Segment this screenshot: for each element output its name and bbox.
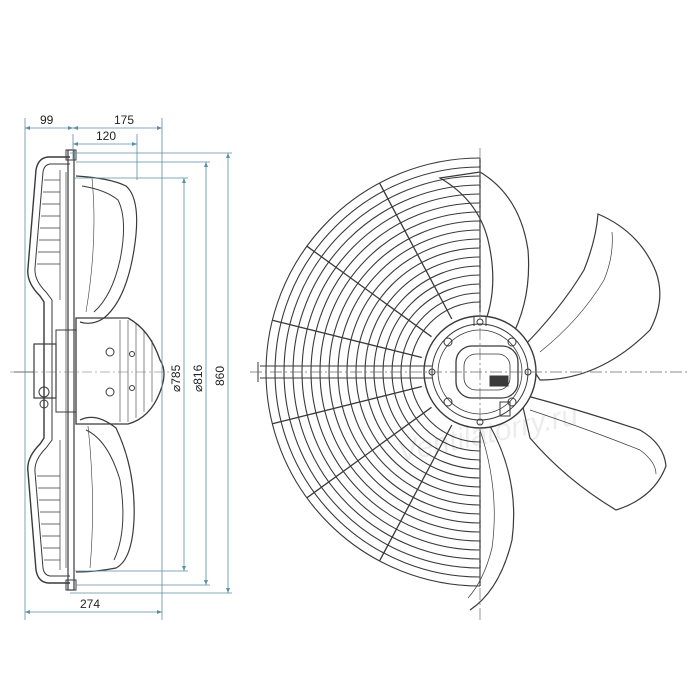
side-guard-frame-inner bbox=[34, 163, 70, 577]
guard-ring bbox=[328, 220, 481, 524]
side-terminal-box bbox=[33, 343, 57, 399]
dim-overall-height: 860 bbox=[213, 366, 227, 386]
guard-radial-wire bbox=[378, 182, 453, 320]
front-mounting-bars bbox=[257, 316, 487, 382]
guard-radial-wire bbox=[378, 424, 453, 562]
guard-radial-wire bbox=[306, 406, 432, 499]
guard-ring bbox=[301, 193, 481, 551]
front-blade-right-upper bbox=[519, 213, 661, 381]
dimension-lines bbox=[24, 118, 232, 620]
side-motor-fins bbox=[119, 320, 153, 422]
dim-blade-depth: 175 bbox=[114, 113, 134, 127]
guard-ring bbox=[283, 175, 481, 569]
front-blades bbox=[438, 171, 667, 611]
side-view bbox=[14, 149, 165, 591]
guard-radial-wire bbox=[272, 319, 422, 359]
guard-ring bbox=[382, 274, 481, 470]
side-motor-housing bbox=[75, 317, 165, 425]
side-guard-frame bbox=[27, 156, 70, 584]
side-upper-blade bbox=[75, 175, 138, 324]
front-centerlines bbox=[250, 148, 690, 620]
side-guard-wires bbox=[37, 170, 67, 570]
front-view bbox=[257, 157, 667, 611]
side-mounting-ring bbox=[67, 149, 75, 591]
dim-overall-depth: 274 bbox=[80, 597, 100, 611]
front-blade-right-lower bbox=[519, 393, 667, 511]
front-blade-bottom bbox=[469, 425, 515, 611]
front-blade-top bbox=[438, 171, 530, 341]
dim-guard-offset: 99 bbox=[40, 113, 54, 127]
guard-radial-wire bbox=[306, 245, 432, 338]
dimension-arrows bbox=[25, 126, 230, 614]
guard-radial-wire bbox=[272, 385, 422, 425]
dim-guard-diameter: ⌀816 bbox=[191, 364, 205, 392]
side-lower-blade bbox=[75, 416, 135, 573]
dim-hub-depth: 120 bbox=[96, 129, 116, 143]
dim-blade-diameter: ⌀785 bbox=[169, 364, 183, 392]
